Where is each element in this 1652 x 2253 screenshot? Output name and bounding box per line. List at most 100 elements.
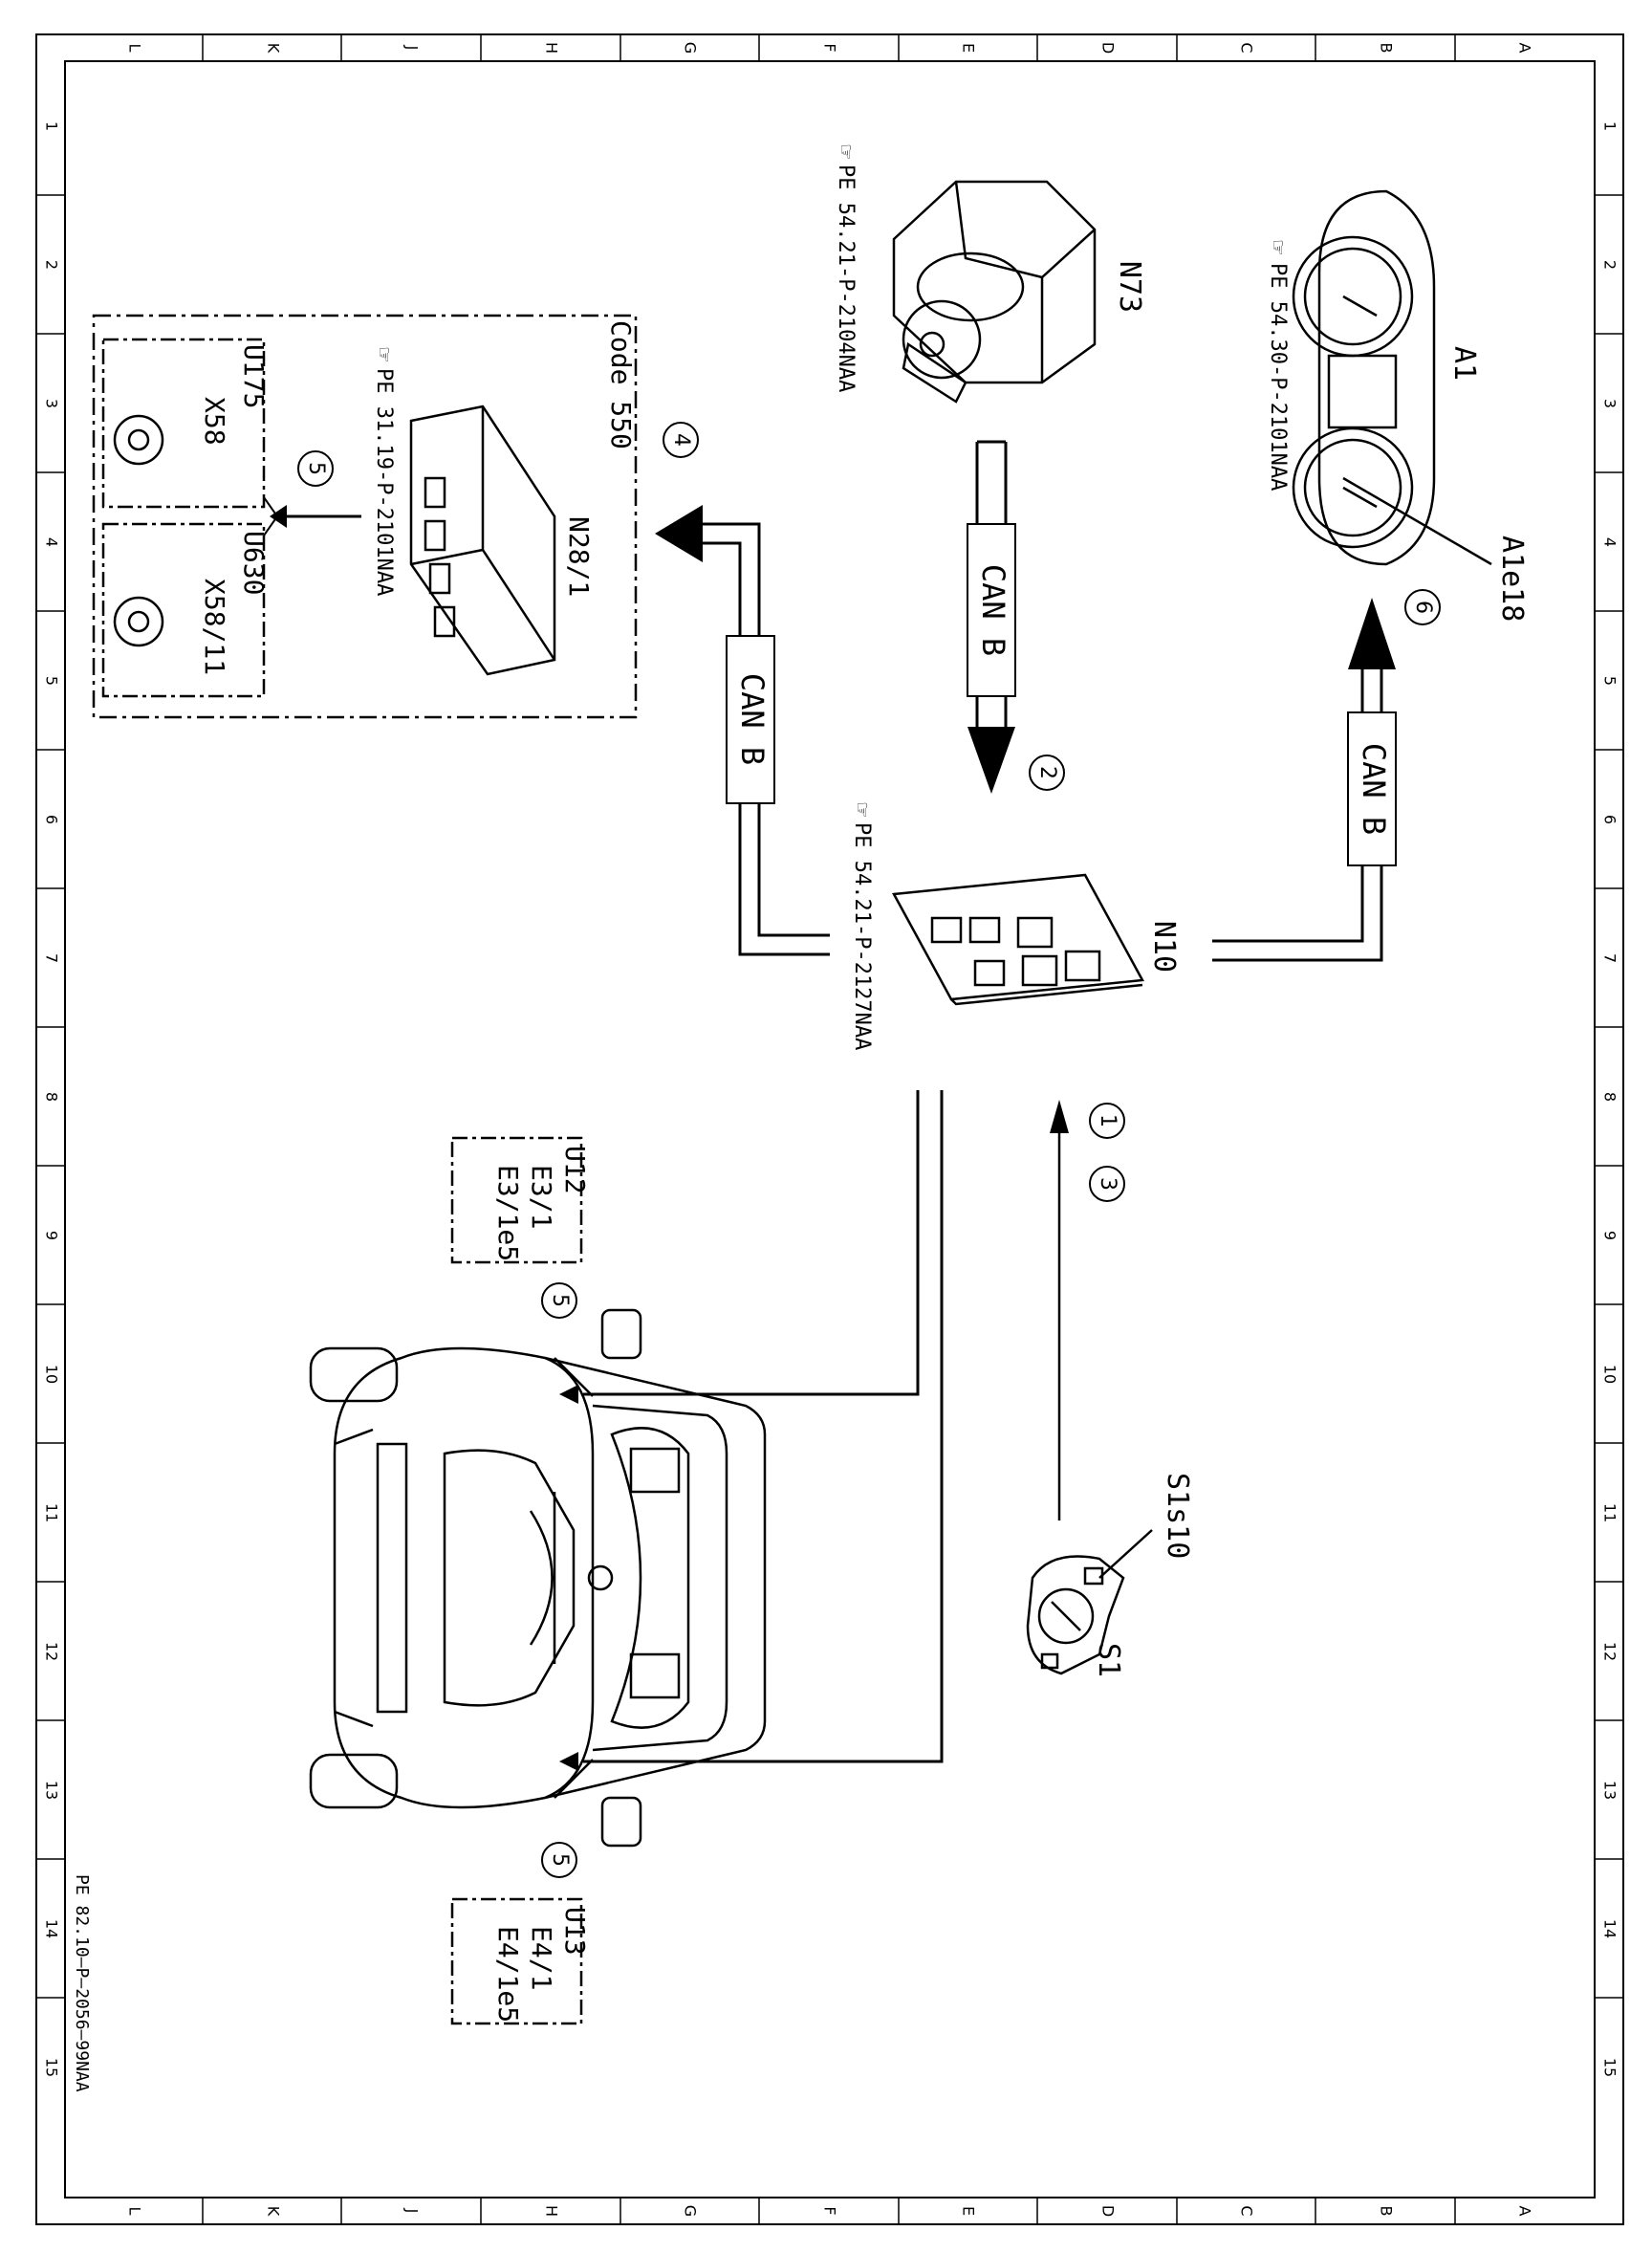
- col-label: A: [1516, 2206, 1534, 2217]
- svg-text:5: 5: [304, 462, 328, 475]
- row-label: 7: [1601, 953, 1619, 963]
- col-label: J: [403, 2208, 422, 2214]
- e4-1-label: E4/1: [526, 1926, 557, 1990]
- col-label: E: [960, 2206, 978, 2216]
- row-label: 5: [1601, 676, 1619, 686]
- svg-text:3: 3: [1096, 1177, 1119, 1191]
- u13-dashed-box: [450, 1897, 583, 2025]
- col-label: K: [265, 43, 283, 54]
- row-label: 14: [43, 1919, 61, 1938]
- row-label: 15: [43, 2058, 61, 2077]
- row-labels-right: 1 2 3 4 5 6 7 8 9 10 11 12 13 14 15: [1601, 121, 1619, 2077]
- row-label: 14: [1601, 1919, 1619, 1938]
- row-label: 4: [43, 537, 61, 547]
- document-reference: PE 82.10–P–2056–99NAA: [72, 1874, 92, 2092]
- socket-icon: [113, 414, 164, 647]
- row-label: 13: [43, 1781, 61, 1800]
- step-5: 5: [297, 450, 334, 487]
- col-label: B: [1378, 2206, 1396, 2217]
- svg-text:6: 6: [1411, 601, 1435, 614]
- col-label: D: [1099, 42, 1118, 54]
- s1s10-label: S1s10: [1161, 1473, 1194, 1559]
- pointing-hand-icon: ☞: [851, 801, 874, 819]
- u630-dashed-box: [101, 522, 266, 698]
- row-label: 11: [43, 1503, 61, 1522]
- e3-1-label: E3/1: [526, 1165, 557, 1229]
- row-label: 6: [43, 815, 61, 824]
- col-label: H: [543, 42, 561, 54]
- row-label: 8: [1601, 1092, 1619, 1102]
- control-module-icon: [892, 873, 1144, 1006]
- row-label: 9: [43, 1231, 61, 1240]
- row-label: 13: [1601, 1781, 1619, 1800]
- step-5: 5: [541, 1282, 577, 1319]
- a1-label: A1: [1447, 346, 1481, 381]
- u13-label: U13: [559, 1907, 591, 1956]
- n10-reference: PE 54.21-P-2127NAA: [850, 822, 874, 1050]
- row-label: 7: [43, 953, 61, 963]
- e3-1e5-label: E3/1e5: [492, 1165, 524, 1261]
- u175-label: U175: [238, 344, 270, 408]
- col-label: C: [1238, 42, 1256, 53]
- pointing-hand-icon: ☞: [835, 143, 858, 161]
- n10-label: N10: [1147, 921, 1181, 973]
- col-label: C: [1238, 2205, 1256, 2216]
- u175-dashed-box: [101, 338, 266, 509]
- pointing-hand-icon: ☞: [1267, 239, 1290, 256]
- step-4: 4: [663, 422, 699, 458]
- col-label: J: [403, 45, 422, 51]
- svg-text:CAN B: CAN B: [734, 673, 771, 765]
- vehicle-front-icon: [309, 1308, 767, 1848]
- row-label: 4: [1601, 537, 1619, 547]
- col-label: L: [126, 44, 144, 53]
- step-5: 5: [541, 1842, 577, 1878]
- e4-1e5-label: E4/1e5: [492, 1926, 524, 2023]
- u12-label: U12: [559, 1146, 591, 1194]
- can-label-a1: CAN B: [1347, 711, 1397, 866]
- step-2: 2: [1029, 755, 1065, 791]
- n28-reference: PE 31.19-P-2101NAA: [372, 368, 396, 596]
- col-label: L: [126, 2207, 144, 2216]
- column-labels-bottom: L K J H G F E D C B A: [126, 2205, 1534, 2217]
- svg-text:1: 1: [1096, 1114, 1119, 1127]
- code-550-dashed-box: [92, 314, 638, 719]
- col-label: G: [682, 42, 700, 54]
- row-label: 10: [1601, 1365, 1619, 1384]
- n73-reference: PE 54.21-P-2104NAA: [834, 164, 858, 392]
- col-label: G: [682, 2205, 700, 2217]
- col-label: K: [265, 2206, 283, 2217]
- row-label: 3: [43, 399, 61, 408]
- row-label: 2: [1601, 260, 1619, 270]
- arrow-to-a1: [1348, 598, 1396, 669]
- step-3: 3: [1089, 1166, 1125, 1202]
- u630-label: U630: [238, 531, 270, 595]
- row-label: 5: [43, 676, 61, 686]
- code-550-label: Code 550: [605, 320, 637, 449]
- ignition-switch-icon: [892, 180, 1097, 404]
- step-markers: 1 2 3 4 5 5 5 6: [297, 422, 1441, 1878]
- lamp-arrowhead: [559, 1385, 578, 1404]
- row-label: 2: [43, 260, 61, 270]
- u12-dashed-box: [450, 1136, 583, 1264]
- row-label: 9: [1601, 1231, 1619, 1240]
- x58-11-label: X58/11: [199, 579, 230, 675]
- svg-text:CAN B: CAN B: [975, 564, 1011, 656]
- col-label: A: [1516, 43, 1534, 54]
- can-bus-lines: [703, 440, 1383, 962]
- row-label: 12: [1601, 1642, 1619, 1661]
- col-label: H: [543, 2205, 561, 2217]
- row-label: 1: [1601, 121, 1619, 131]
- outer-frame: [35, 33, 1624, 2225]
- row-label: 8: [43, 1092, 61, 1102]
- arrow-to-n28: [655, 505, 703, 562]
- row-label: 6: [1601, 815, 1619, 824]
- row-label: 15: [1601, 2058, 1619, 2077]
- s1-label: S1: [1092, 1643, 1125, 1677]
- x58-label: X58: [199, 397, 230, 446]
- column-labels-top: L K J H G F E D C B A: [126, 42, 1534, 54]
- svg-text:5: 5: [548, 1294, 572, 1307]
- row-label: 3: [1601, 399, 1619, 408]
- row-label: 11: [1601, 1503, 1619, 1522]
